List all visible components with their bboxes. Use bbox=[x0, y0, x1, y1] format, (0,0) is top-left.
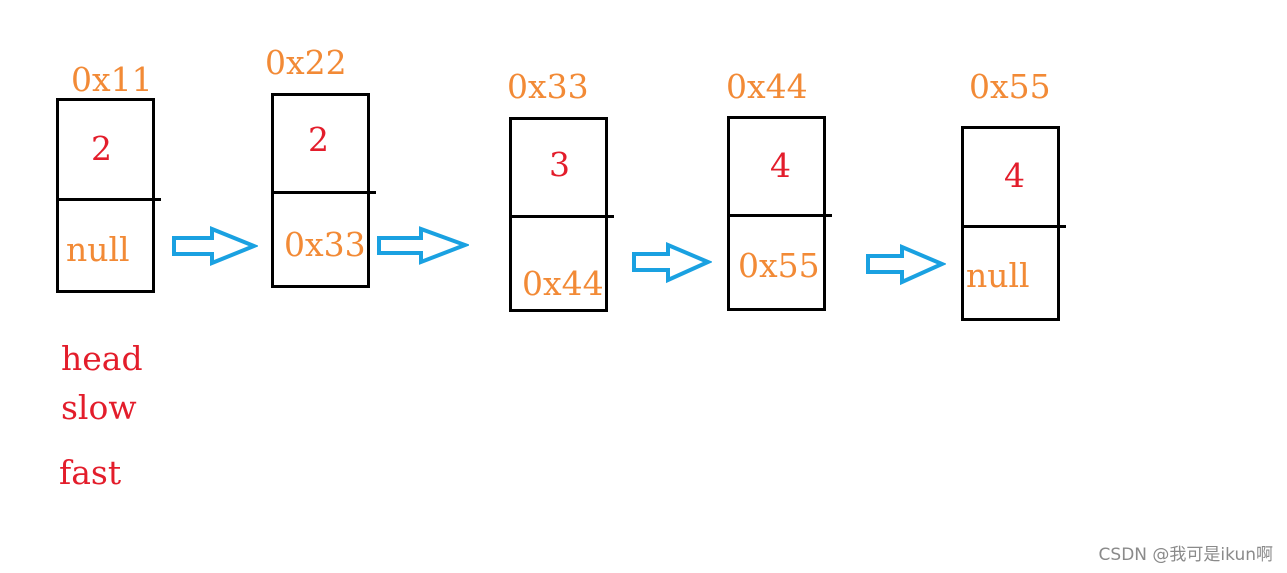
node-next-pointer: 0x44 bbox=[522, 264, 604, 303]
node-divider bbox=[56, 198, 161, 201]
node-divider bbox=[271, 191, 376, 194]
node-next-pointer: null bbox=[66, 230, 130, 269]
node-divider bbox=[727, 214, 832, 217]
right-arrow-icon bbox=[172, 226, 258, 266]
node-address-label: 0x55 bbox=[969, 67, 1051, 106]
list-node: 2 null bbox=[56, 98, 161, 293]
list-node: 4 null bbox=[961, 126, 1066, 321]
list-node: 3 0x44 bbox=[509, 117, 614, 312]
node-value: 4 bbox=[770, 146, 791, 185]
head-pointer-label: head bbox=[61, 339, 143, 378]
node-address-label: 0x44 bbox=[726, 67, 808, 106]
right-arrow-icon bbox=[632, 242, 712, 284]
right-arrow-icon bbox=[377, 226, 469, 265]
node-value: 2 bbox=[91, 129, 112, 168]
node-divider bbox=[509, 215, 614, 218]
node-next-pointer: 0x55 bbox=[738, 246, 820, 285]
fast-pointer-label: fast bbox=[59, 453, 122, 492]
node-divider bbox=[961, 225, 1066, 228]
node-next-pointer: 0x33 bbox=[284, 225, 366, 264]
node-value: 4 bbox=[1004, 156, 1025, 195]
node-address-label: 0x33 bbox=[507, 67, 589, 106]
slow-pointer-label: slow bbox=[61, 388, 137, 427]
node-address-label: 0x11 bbox=[71, 60, 153, 99]
node-value: 3 bbox=[549, 145, 570, 184]
node-address-label: 0x22 bbox=[265, 43, 347, 82]
node-value: 2 bbox=[308, 120, 329, 159]
watermark: CSDN @我可是ikun啊 bbox=[1098, 545, 1273, 565]
node-next-pointer: null bbox=[966, 256, 1030, 295]
list-node: 2 0x33 bbox=[271, 93, 376, 288]
list-node: 4 0x55 bbox=[727, 116, 832, 311]
right-arrow-icon bbox=[866, 244, 946, 286]
